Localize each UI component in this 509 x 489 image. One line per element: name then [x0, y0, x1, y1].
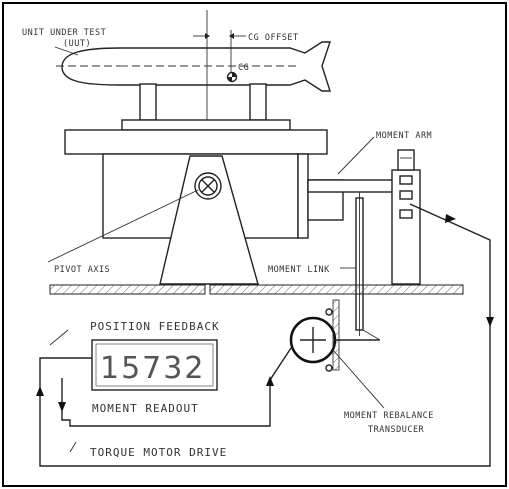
label-uut-abbr: (UUT) [63, 39, 91, 49]
label-transducer: TRANSDUCER [368, 425, 425, 435]
label-moment-link: MOMENT LINK [268, 265, 330, 275]
label-moment-arm: MOMENT ARM [376, 131, 432, 141]
label-uut: UNIT UNDER TEST [22, 28, 106, 38]
leader-moment-arm [337, 136, 375, 175]
unit-under-test [56, 41, 331, 92]
uut-support-left [139, 83, 157, 121]
pivot-pedestal [159, 155, 259, 285]
label-pivot-axis: PIVOT AXIS [54, 265, 110, 275]
label-cg: CG [238, 63, 249, 73]
fixture-plate [121, 119, 291, 131]
moment-readout-value: 15732 [100, 351, 205, 386]
table-beam [64, 129, 328, 155]
leader-uut [54, 46, 79, 56]
leader-torque-motor [69, 441, 77, 453]
transducer-post [391, 169, 421, 285]
cg-offset-arrow-left [205, 33, 210, 39]
arrow-left-up [36, 386, 44, 396]
label-cg-offset: CG OFFSET [248, 33, 299, 43]
label-moment-readout: MOMENT READOUT [92, 402, 199, 415]
floor-right [209, 284, 464, 295]
label-moment-rebalance: MOMENT REBALANCE [344, 411, 434, 421]
cg-offset-arrow-right [229, 33, 234, 39]
post-clamp-2 [399, 190, 413, 200]
post-clamp-1 [399, 175, 413, 185]
arrow-right-down [486, 317, 494, 327]
leader-position-feedback [49, 329, 69, 346]
arrow-readout-down [58, 402, 66, 412]
post-clamp-3 [399, 209, 413, 219]
feedback-wire-right [39, 203, 491, 467]
arrow-drive-up [266, 376, 274, 386]
moment-readout-inner [95, 343, 214, 387]
leader-pivot [47, 189, 199, 263]
label-position-feedback: POSITION FEEDBACK [90, 320, 220, 333]
cg-marker [226, 71, 238, 83]
transducer-post-cap [397, 149, 415, 171]
label-torque-motor-drive: TORQUE MOTOR DRIVE [90, 446, 227, 459]
arrow-right-top [445, 214, 456, 223]
rebalance-transducer-icon [289, 299, 381, 372]
uut-support-right [249, 83, 267, 121]
floor-left [49, 284, 206, 295]
leader-rebalance [332, 349, 385, 409]
pivot-bearing-icon [194, 172, 222, 200]
base-housing-right [297, 153, 309, 239]
moment-readout-display [91, 339, 218, 391]
